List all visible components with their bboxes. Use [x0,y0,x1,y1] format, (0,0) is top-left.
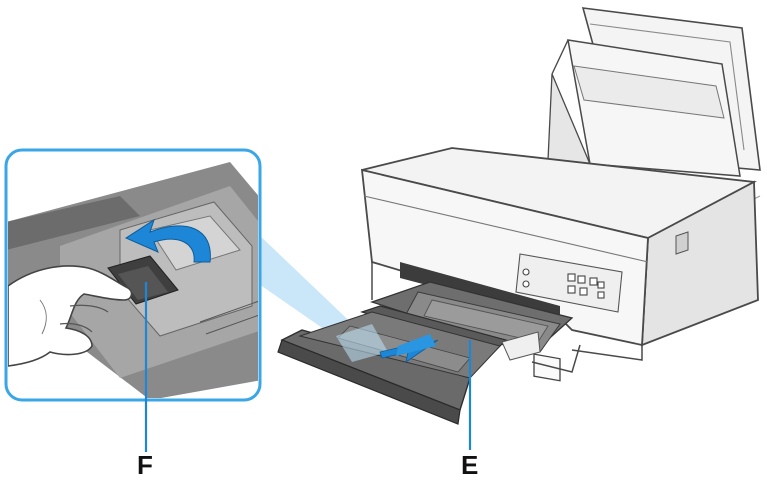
lift-arrow-icon [124,218,211,263]
label-e: E [461,450,479,480]
detail-inset [4,148,262,452]
hand [8,265,133,367]
printer [277,7,761,450]
operation-panel [515,253,623,313]
panel-buttons [522,268,605,299]
cassette-tray [277,281,574,425]
rear-paper-support [547,7,761,177]
label-f: F [137,450,153,480]
